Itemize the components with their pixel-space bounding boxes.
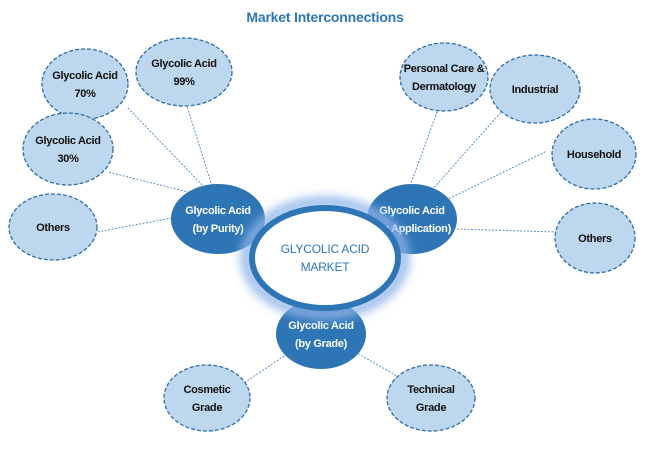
- connector-application-app-industrial: [431, 110, 503, 191]
- center-glow: [241, 197, 409, 319]
- hub-label: (by Grade): [295, 338, 348, 350]
- leaf-ellipse: [489, 54, 581, 124]
- hub-ellipse: [171, 184, 265, 254]
- leaf-ellipse: [135, 37, 233, 107]
- connector-application-app-personal-care: [409, 103, 441, 187]
- hub-node-purity[interactable]: Glycolic Acid (by Purity): [171, 184, 265, 254]
- leaf-ellipse: [22, 112, 114, 186]
- leaf-label: Glycolic Acid: [35, 135, 100, 147]
- leaf-node-app-household[interactable]: Household: [551, 118, 637, 190]
- center-ellipse: [249, 205, 401, 311]
- leaf-label: Cosmetic: [183, 384, 230, 396]
- connector-grade-grade-technical: [351, 349, 398, 377]
- connector-application-app-household: [445, 150, 548, 201]
- connector-purity-purity-30: [107, 171, 197, 195]
- leaf-ellipse: [386, 364, 476, 432]
- leaf-label: Personal Care &: [404, 63, 485, 75]
- leaf-ellipse: [551, 118, 637, 190]
- leaf-label: Glycolic Acid: [52, 70, 117, 82]
- leaf-label: Grade: [192, 402, 222, 414]
- leaf-node-purity-30[interactable]: Glycolic Acid 30%: [22, 112, 114, 186]
- leaf-ellipse: [399, 42, 489, 112]
- leaf-label: Technical: [407, 384, 454, 396]
- center-label: GLYCOLIC ACID: [281, 242, 370, 256]
- connector-purity-purity-99: [185, 102, 213, 187]
- leaf-ellipse: [554, 202, 636, 274]
- leaf-node-purity-others[interactable]: Others: [8, 193, 98, 261]
- leaf-ellipse: [41, 48, 129, 120]
- leaf-label: Household: [567, 149, 621, 161]
- leaf-label: 70%: [74, 88, 96, 100]
- hub-label: (by Purity): [192, 223, 244, 235]
- connector-purity-purity-others: [96, 217, 173, 233]
- leaf-node-purity-70[interactable]: Glycolic Acid 70%: [41, 48, 129, 120]
- leaf-node-app-industrial[interactable]: Industrial: [489, 54, 581, 124]
- leaf-ellipse: [163, 364, 251, 432]
- leaf-label: Others: [578, 233, 612, 245]
- leaf-node-app-personal-care[interactable]: Personal Care & Dermatology: [399, 42, 489, 112]
- center-label: MARKET: [301, 260, 351, 274]
- hub-label: Glycolic Acid: [185, 205, 250, 217]
- center-node: GLYCOLIC ACID MARKET: [241, 197, 409, 319]
- hub-label: Glycolic Acid: [379, 205, 444, 217]
- connector-purity-purity-70: [126, 106, 208, 191]
- leaf-ellipse: [8, 193, 98, 261]
- hub-label: Glycolic Acid: [288, 320, 353, 332]
- leaf-label: Industrial: [512, 84, 559, 96]
- leaf-label: Dermatology: [412, 81, 477, 93]
- leaf-label: 99%: [173, 76, 195, 88]
- leaf-node-app-others[interactable]: Others: [554, 202, 636, 274]
- leaf-label: Grade: [416, 402, 446, 414]
- leaf-label: Others: [36, 222, 70, 234]
- center-node-group[interactable]: GLYCOLIC ACID MARKET: [249, 205, 401, 311]
- connector-grade-grade-cosmetic: [243, 351, 291, 384]
- connectors: [96, 102, 557, 384]
- leaf-label: 30%: [57, 153, 79, 165]
- leaf-node-purity-99[interactable]: Glycolic Acid 99%: [135, 37, 233, 107]
- diagram-title: Market Interconnections: [246, 9, 404, 25]
- connector-application-app-others: [456, 228, 557, 233]
- leaf-label: Glycolic Acid: [151, 58, 216, 70]
